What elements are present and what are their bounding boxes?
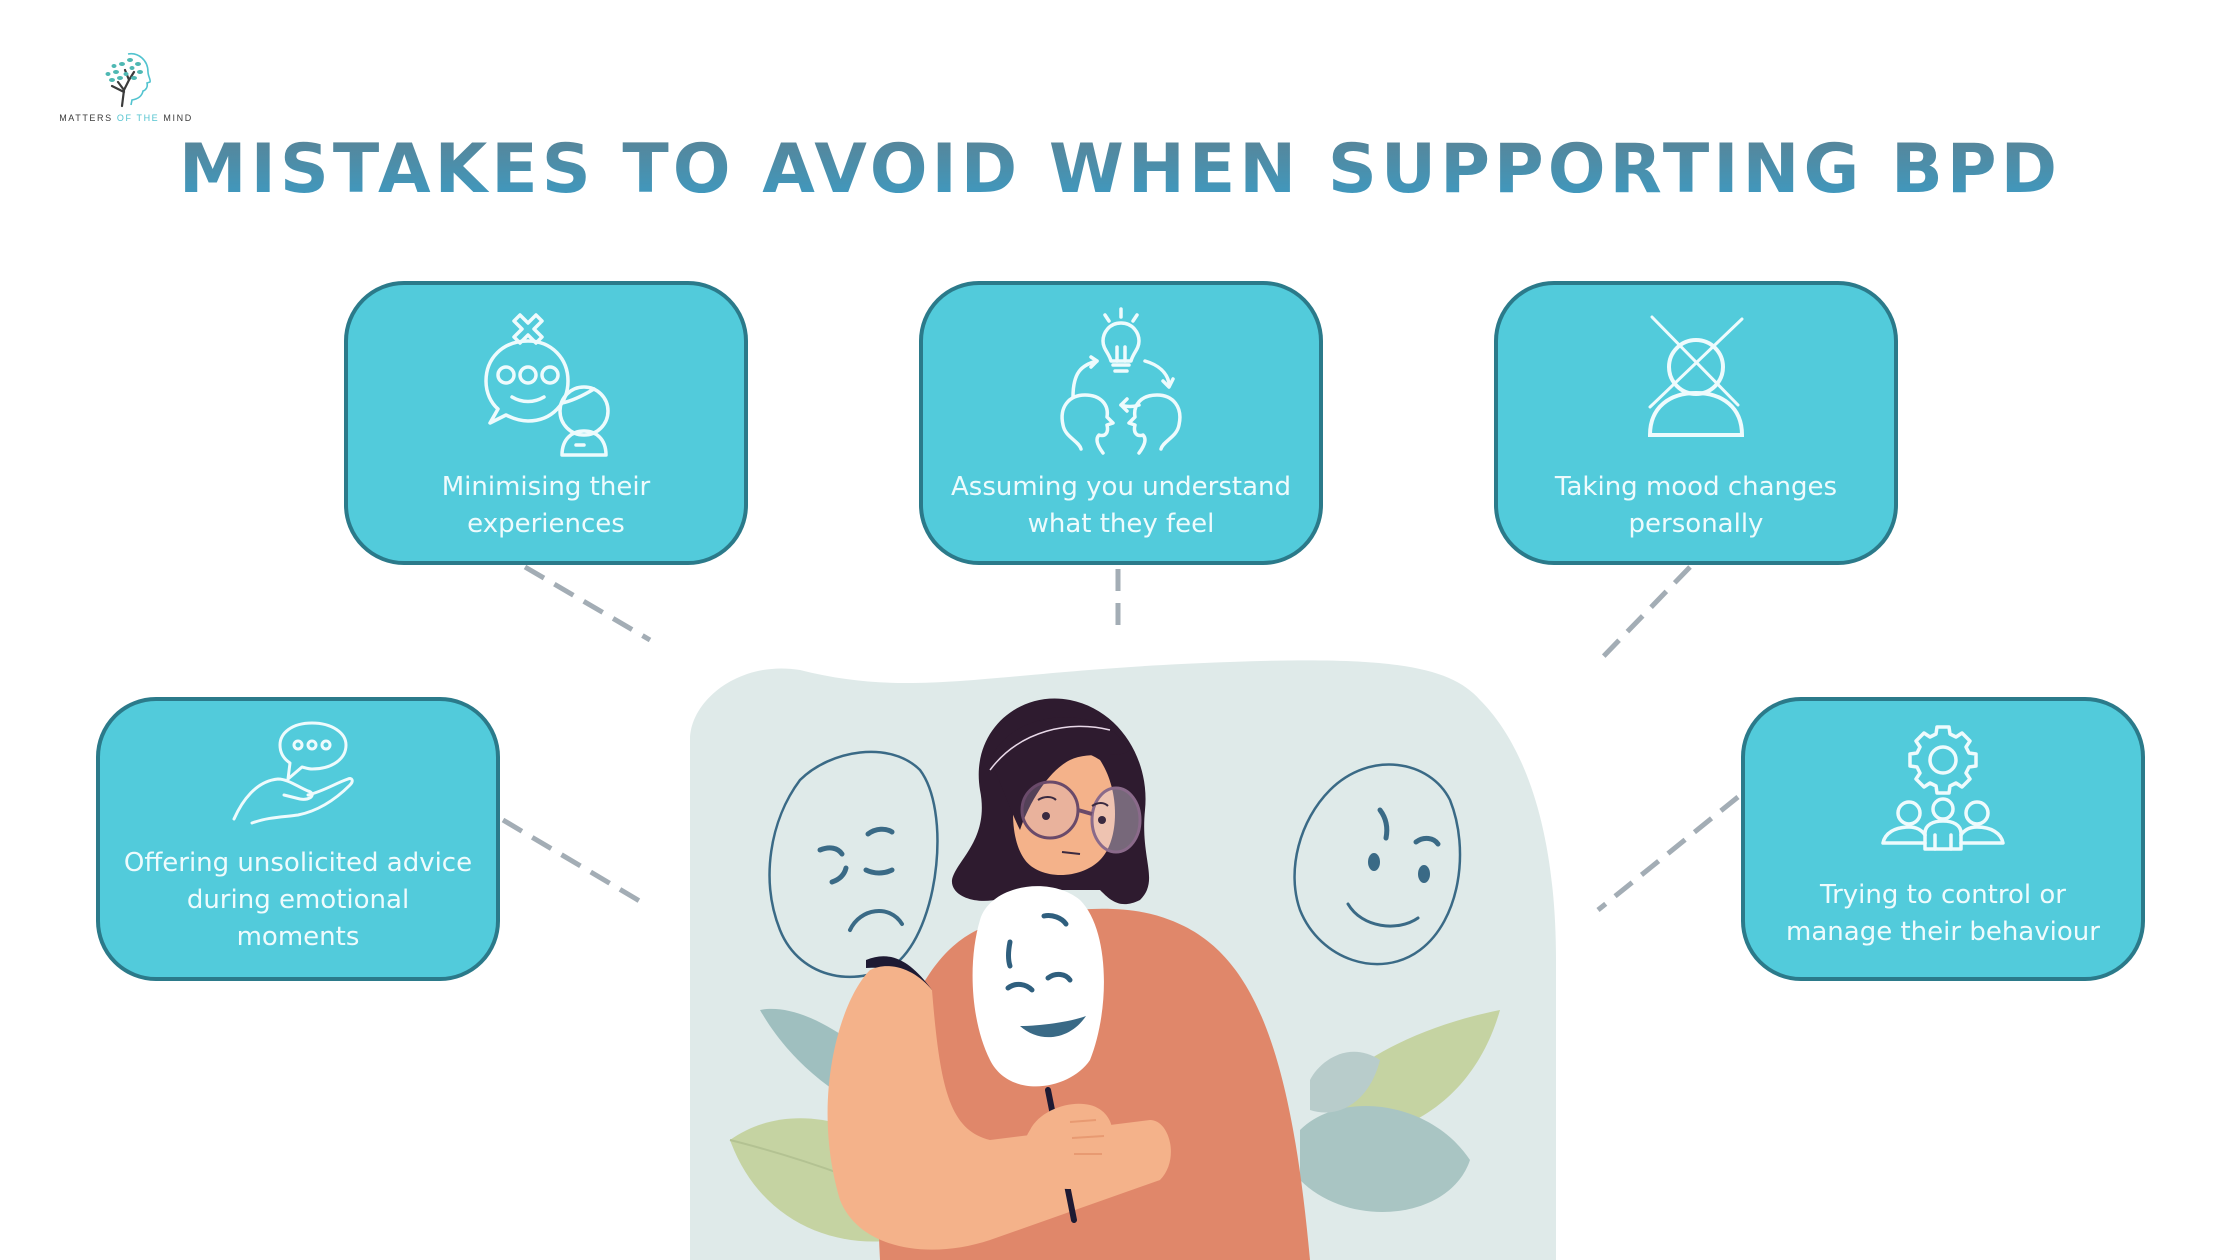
- mistake-label: Assuming you understand what they feel: [951, 472, 1291, 539]
- brand-logo: MATTERS OF THE MIND: [56, 50, 196, 130]
- connector-line-1: [523, 564, 652, 643]
- tree-head-icon: [105, 52, 151, 108]
- mistake-label: Minimising their experiences: [441, 472, 651, 539]
- hand-speech-bubble-icon: [232, 721, 354, 825]
- crossed-person-icon: [1647, 315, 1745, 437]
- smirking-mask: [1293, 763, 1462, 966]
- mistake-label: Trying to control or manage their behavi…: [1786, 880, 2100, 947]
- connector-line-4: [501, 817, 650, 909]
- mistake-card-unsolicited-advice: Offering unsolicited advice during emoti…: [96, 697, 500, 981]
- page-title: MISTAKES TO AVOID WHEN SUPPORTING BPD: [0, 130, 2240, 210]
- sad-mask: [768, 750, 939, 979]
- brand-name: MATTERS OF THE MIND: [59, 113, 193, 123]
- gear-group-icon: [1881, 725, 2005, 851]
- mistake-label: Taking mood changes personally: [1554, 472, 1838, 539]
- smiling-mask: [972, 886, 1104, 1087]
- mistake-card-minimising: Minimising their experiences: [344, 281, 748, 565]
- connector-line-5: [1596, 795, 1740, 912]
- mistake-card-assuming: Assuming you understand what they feel: [919, 281, 1323, 565]
- mistake-card-taking-personally: Taking mood changes personally: [1494, 281, 1898, 565]
- dismissed-speech-icon: [484, 313, 610, 457]
- mistake-card-control-behaviour: Trying to control or manage their behavi…: [1741, 697, 2145, 981]
- woman-holding-mask-illustration: [690, 660, 1556, 1260]
- connector-line-3: [1596, 565, 1692, 664]
- idea-exchange-icon: [1060, 307, 1182, 455]
- mistake-label: Offering unsolicited advice during emoti…: [123, 848, 473, 952]
